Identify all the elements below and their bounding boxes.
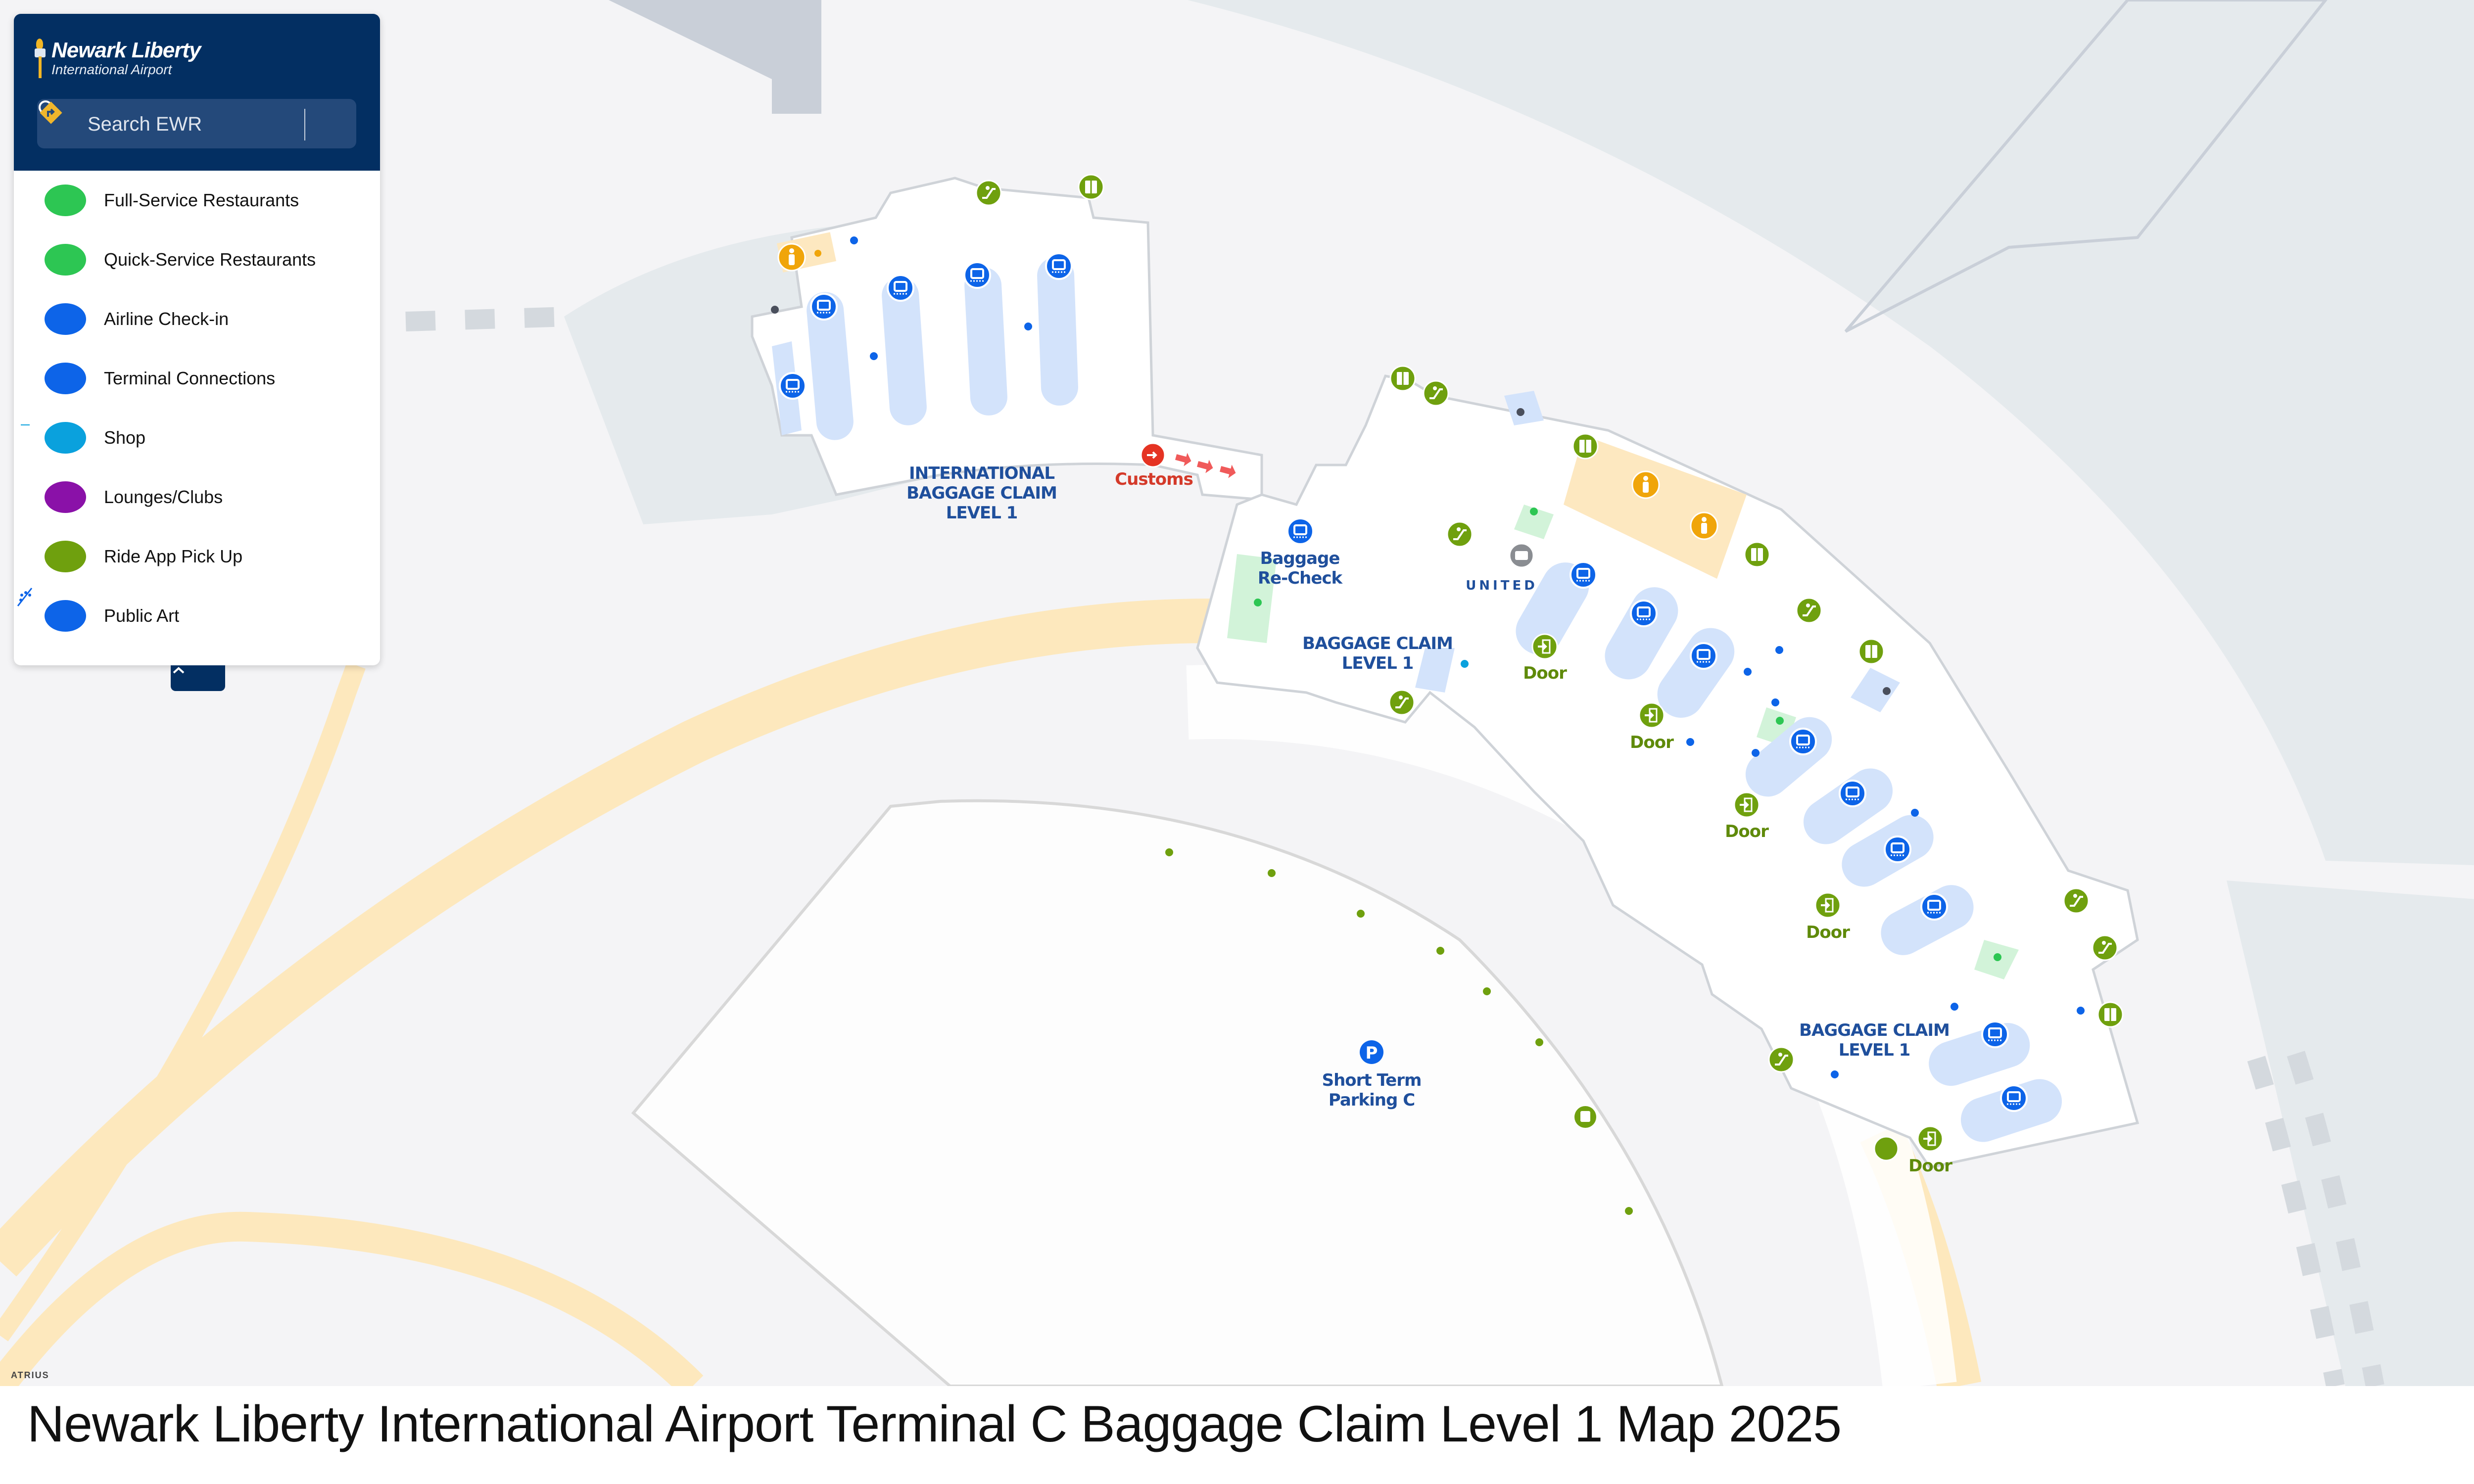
svg-text:Parking C: Parking C bbox=[1329, 1090, 1415, 1110]
svg-text:LEVEL 1: LEVEL 1 bbox=[1342, 653, 1414, 673]
category-public-art[interactable]: Public Art bbox=[14, 586, 380, 646]
svg-text:LEVEL 1: LEVEL 1 bbox=[946, 503, 1018, 523]
svg-text:Re-Check: Re-Check bbox=[1258, 568, 1343, 588]
svg-text:Door: Door bbox=[1725, 822, 1769, 841]
category-label: Lounges/Clubs bbox=[104, 487, 223, 507]
directions-icon[interactable] bbox=[37, 99, 65, 127]
shopping-bag-icon bbox=[19, 411, 86, 454]
chevron-up-icon bbox=[173, 667, 185, 674]
collapse-panel-button[interactable] bbox=[171, 665, 225, 691]
category-label: Full-Service Restaurants bbox=[104, 190, 299, 210]
airport-logo: Newark Liberty International Airport bbox=[35, 38, 201, 78]
map-canvas[interactable]: P INTERNATIONAL BAGGAGE CLAIM LEVEL 1 Cu… bbox=[0, 0, 2474, 1386]
svg-text:Door: Door bbox=[1630, 733, 1674, 752]
category-label: Terminal Connections bbox=[104, 368, 276, 388]
category-full-service-restaurants[interactable]: Full-Service Restaurants bbox=[14, 171, 380, 230]
svg-text:BAGGAGE CLAIM: BAGGAGE CLAIM bbox=[1799, 1020, 1950, 1040]
category-list: Full-Service Restaurants Quick-Service R… bbox=[14, 171, 380, 646]
atrius-attribution: ATRIUS bbox=[11, 1370, 49, 1380]
map-drawing: P INTERNATIONAL BAGGAGE CLAIM LEVEL 1 Cu… bbox=[0, 0, 2474, 1386]
svg-text:BAGGAGE CLAIM: BAGGAGE CLAIM bbox=[906, 483, 1057, 503]
search-bar[interactable] bbox=[37, 99, 356, 148]
category-label: Shop bbox=[104, 427, 146, 448]
logo-subtitle: International Airport bbox=[51, 62, 172, 77]
panel-header: Newark Liberty International Airport bbox=[14, 14, 380, 171]
category-label: Airline Check-in bbox=[104, 309, 229, 329]
svg-text:Customs: Customs bbox=[1115, 469, 1193, 489]
check-in-desk-icon bbox=[16, 292, 86, 335]
category-terminal-connections[interactable]: Terminal Connections bbox=[14, 349, 380, 408]
fork-knife-icon bbox=[19, 174, 86, 216]
phone-car-icon bbox=[18, 528, 86, 572]
check-in-desk-icon bbox=[16, 351, 86, 394]
svg-text:LEVEL 1: LEVEL 1 bbox=[1839, 1040, 1910, 1060]
category-panel: Newark Liberty International Airport bbox=[14, 14, 380, 665]
category-ride-app-pick-up[interactable]: Ride App Pick Up bbox=[14, 527, 380, 586]
category-label: Ride App Pick Up bbox=[104, 546, 243, 566]
svg-text:Door: Door bbox=[1523, 663, 1567, 683]
svg-text:INTERNATIONAL: INTERNATIONAL bbox=[909, 464, 1054, 483]
category-label: Quick-Service Restaurants bbox=[104, 249, 316, 270]
category-quick-service-restaurants[interactable]: Quick-Service Restaurants bbox=[14, 230, 380, 289]
svg-text:Baggage: Baggage bbox=[1260, 549, 1340, 568]
svg-text:Door: Door bbox=[1908, 1156, 1952, 1176]
palette-icon bbox=[17, 588, 86, 632]
svg-text:UNITED: UNITED bbox=[1466, 578, 1538, 593]
torch-icon bbox=[35, 39, 46, 78]
category-shop[interactable]: Shop bbox=[14, 408, 380, 467]
sofa-lamp-icon bbox=[15, 471, 86, 513]
category-label: Public Art bbox=[104, 605, 180, 626]
svg-text:Short Term: Short Term bbox=[1322, 1070, 1422, 1090]
svg-text:Door: Door bbox=[1806, 923, 1850, 942]
search-divider bbox=[304, 109, 305, 140]
page-caption: Newark Liberty International Airport Ter… bbox=[27, 1395, 1842, 1453]
fork-knife-icon bbox=[19, 233, 86, 276]
logo-title: Newark Liberty bbox=[51, 38, 201, 62]
category-lounges-clubs[interactable]: Lounges/Clubs bbox=[14, 467, 380, 527]
category-airline-check-in[interactable]: Airline Check-in bbox=[14, 289, 380, 349]
svg-text:BAGGAGE CLAIM: BAGGAGE CLAIM bbox=[1302, 634, 1453, 653]
search-input[interactable] bbox=[87, 110, 296, 139]
svg-text:P: P bbox=[1366, 1043, 1378, 1063]
